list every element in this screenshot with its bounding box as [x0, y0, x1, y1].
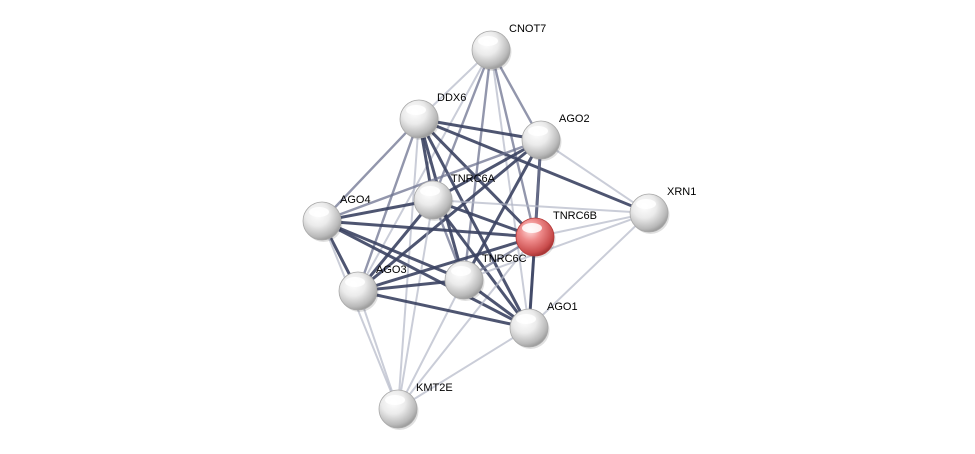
edge-cnot7-ago1[interactable] [490, 49, 530, 329]
node-highlight [309, 207, 329, 217]
edge-ago2-ago4[interactable] [320, 138, 543, 223]
node-highlight [516, 314, 536, 324]
node-highlight [522, 223, 542, 233]
edge-ago2-ago3[interactable] [356, 138, 543, 293]
node-ago1[interactable]: AGO1 [509, 301, 578, 349]
interaction-edges [320, 48, 651, 410]
node-label-ago3: AGO3 [376, 264, 407, 276]
edge-ddx6-ago4[interactable] [320, 117, 421, 223]
node-xrn1[interactable]: XRN1 [629, 186, 696, 234]
node-label-ddx6: DDX6 [437, 92, 466, 104]
edge-xrn1-tnrc6c[interactable] [463, 212, 650, 281]
node-tnrc6c[interactable]: TNRC6C [444, 253, 527, 301]
node-ago3[interactable]: AGO3 [338, 264, 407, 312]
node-label-tnrc6a: TNRC6A [451, 173, 496, 185]
edge-ago2-xrn1[interactable] [540, 139, 650, 214]
edge-ago3-ago1[interactable] [356, 289, 531, 330]
edge-ddx6-ago2[interactable] [417, 117, 543, 142]
edge-xrn1-ago1[interactable] [528, 212, 650, 329]
edge-ago4-tnrc6b[interactable] [320, 219, 537, 239]
node-ago2[interactable]: AGO2 [521, 113, 590, 161]
edge-ddx6-kmt2e[interactable] [397, 118, 420, 410]
node-highlight [420, 186, 440, 196]
edge-tnrc6b-ago3[interactable] [356, 235, 537, 293]
edge-ddx6-xrn1[interactable] [417, 117, 651, 215]
node-label-tnrc6b: TNRC6B [553, 210, 597, 222]
node-tnrc6a[interactable]: TNRC6A [413, 173, 496, 221]
edge-ago1-kmt2e[interactable] [397, 327, 530, 410]
node-kmt2e[interactable]: KMT2E [378, 382, 453, 430]
edge-tnrc6b-xrn1[interactable] [534, 212, 650, 238]
node-highlight [385, 395, 405, 405]
node-highlight [478, 36, 498, 46]
node-label-ago1: AGO1 [547, 301, 578, 313]
edge-ago4-tnrc6c[interactable] [320, 219, 466, 282]
node-label-cnot7: CNOT7 [509, 23, 546, 35]
node-ago4[interactable]: AGO4 [302, 194, 371, 242]
edge-ddx6-ago3[interactable] [356, 117, 421, 293]
node-label-xrn1: XRN1 [667, 186, 696, 198]
edge-ago4-kmt2e[interactable] [321, 220, 399, 410]
edge-ago3-kmt2e[interactable] [357, 290, 399, 410]
edge-tnrc6a-ago1[interactable] [431, 198, 531, 330]
node-ddx6[interactable]: DDX6 [399, 92, 466, 140]
edge-ddx6-tnrc6b[interactable] [417, 117, 537, 239]
edge-cnot7-tnrc6c[interactable] [462, 48, 493, 282]
edge-ago4-ago1[interactable] [320, 219, 531, 330]
edge-tnrc6b-kmt2e[interactable] [397, 236, 536, 410]
node-label-ago4: AGO4 [340, 194, 371, 206]
node-tnrc6b[interactable]: TNRC6B [515, 210, 597, 258]
edge-ago2-tnrc6a[interactable] [431, 138, 543, 202]
edge-tnrc6a-xrn1[interactable] [432, 199, 650, 214]
edge-tnrc6c-kmt2e[interactable] [397, 279, 465, 410]
node-label-tnrc6c: TNRC6C [482, 253, 527, 265]
node-highlight [406, 105, 426, 115]
edge-ddx6-ago1[interactable] [417, 117, 531, 330]
node-highlight [528, 126, 548, 136]
node-cnot7[interactable]: CNOT7 [471, 23, 546, 71]
edge-tnrc6a-ago3[interactable] [356, 198, 435, 293]
node-label-kmt2e: KMT2E [416, 382, 453, 394]
node-highlight [636, 199, 656, 209]
node-highlight [451, 266, 471, 276]
node-label-ago2: AGO2 [559, 113, 590, 125]
node-highlight [345, 277, 365, 287]
